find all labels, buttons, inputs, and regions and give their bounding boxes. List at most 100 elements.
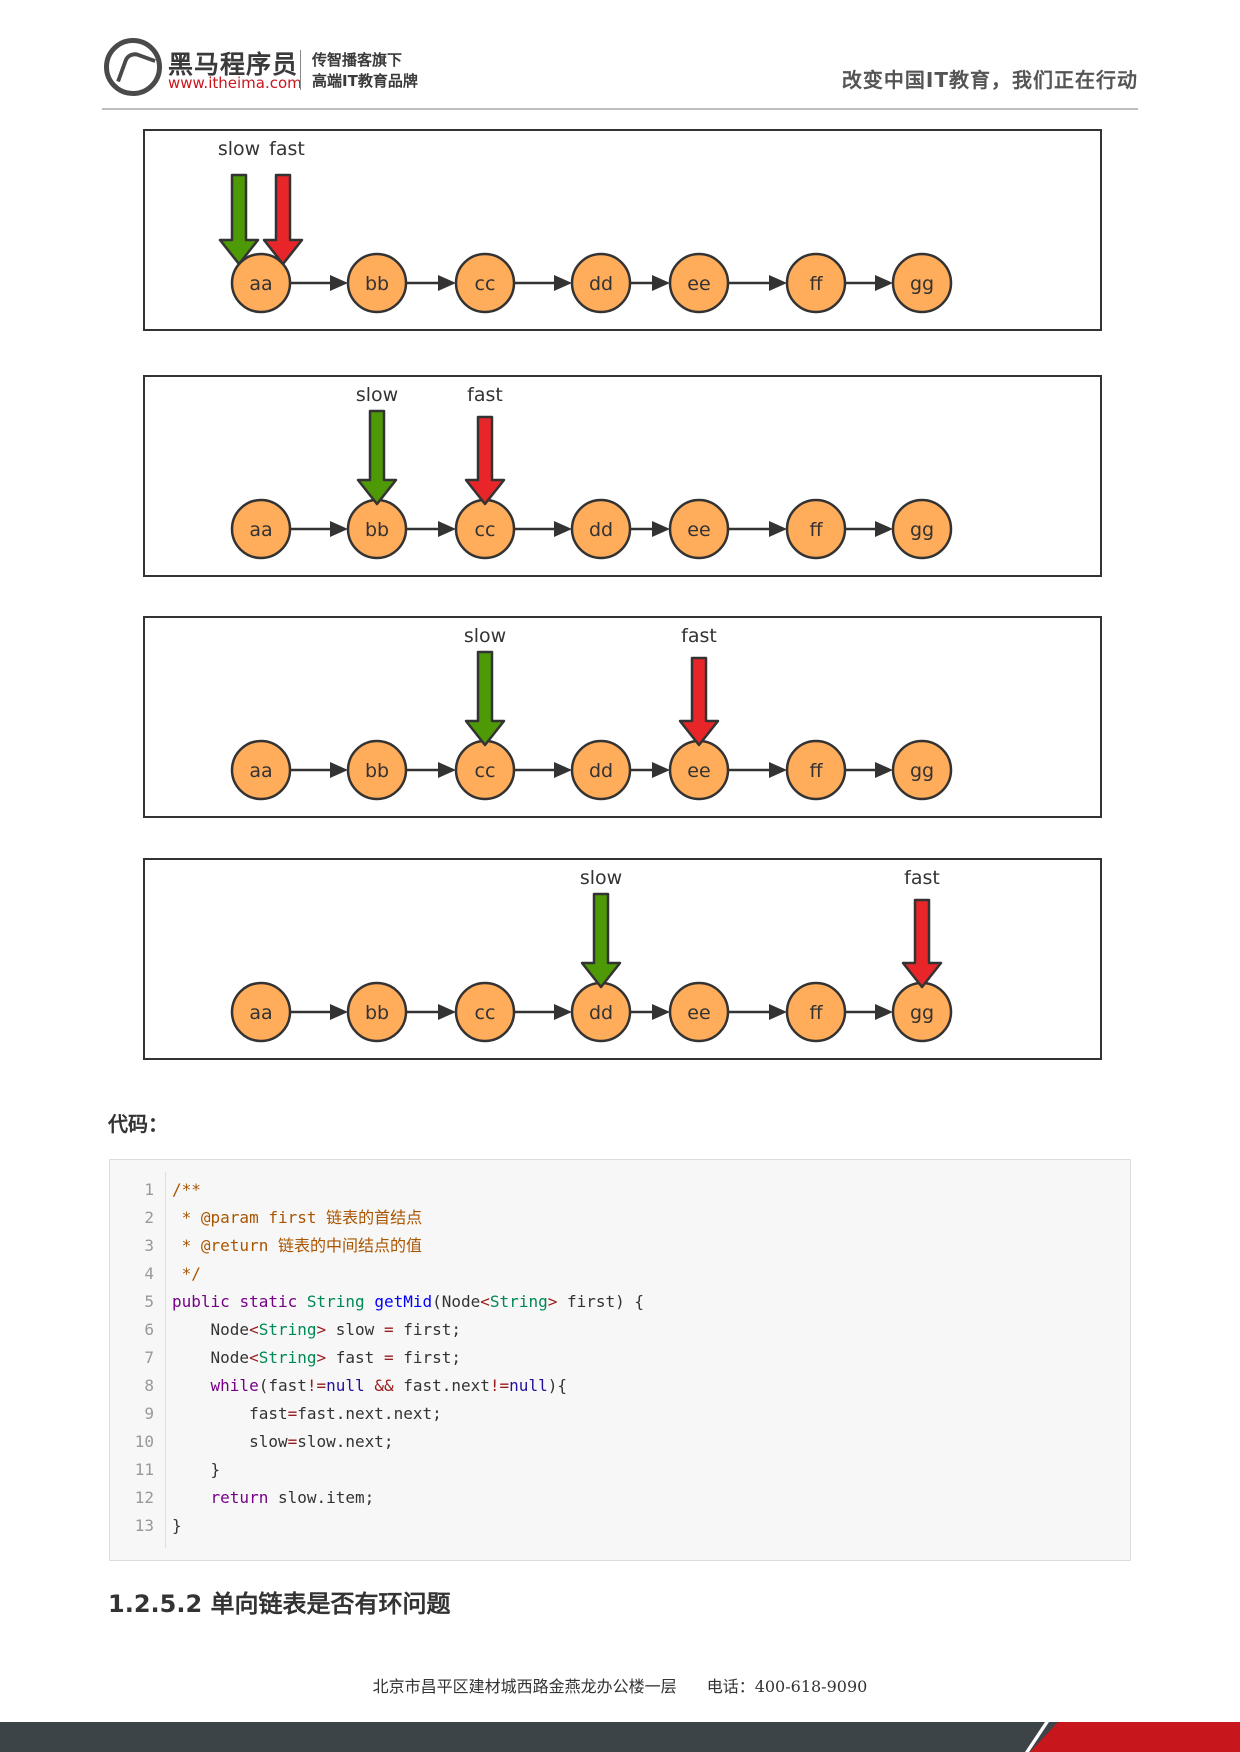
code-text: fast=fast.next.next; [172, 1404, 442, 1423]
link-arrow [630, 1004, 670, 1020]
line-number: 12 [134, 1488, 154, 1507]
list-node: cc [454, 981, 516, 1043]
node-label: ff [809, 760, 823, 782]
line-number: 4 [144, 1264, 154, 1283]
header-divider [102, 108, 1138, 110]
node-label: bb [365, 273, 389, 295]
link-arrow [406, 521, 456, 537]
link-arrow [728, 275, 787, 291]
slow-pointer-arrow [218, 173, 260, 266]
brand-divider [300, 50, 301, 90]
footer-phone: 电话：400-618-9090 [706, 1677, 868, 1696]
node-label: ee [687, 273, 710, 295]
node-label: ff [809, 273, 823, 295]
code-text: * @return 链表的中间结点的值 [172, 1236, 422, 1255]
slow-label: slow [218, 138, 260, 160]
list-node: aa [230, 498, 292, 560]
node-label: gg [910, 760, 934, 782]
code-text: */ [172, 1264, 201, 1283]
list-node: ff [785, 981, 847, 1043]
list-node: bb [346, 739, 408, 801]
line-number: 7 [144, 1348, 154, 1367]
brand-url: www.itheima.com [168, 74, 302, 92]
list-node: ee [668, 498, 730, 560]
code-text: } [172, 1516, 182, 1535]
list-node: dd [570, 981, 632, 1043]
slow-label: slow [580, 867, 622, 889]
list-node: cc [454, 252, 516, 314]
node-label: cc [475, 760, 496, 782]
line-number: 13 [134, 1516, 154, 1535]
line-number: 3 [144, 1236, 154, 1255]
link-arrow [728, 762, 787, 778]
list-node: bb [346, 981, 408, 1043]
section-heading: 1.2.5.2 单向链表是否有环问题 [108, 1590, 451, 1618]
node-label: bb [365, 1002, 389, 1024]
line-number-gutter [165, 1172, 166, 1548]
fast-label: fast [904, 867, 940, 889]
link-arrow [290, 521, 348, 537]
link-arrow [630, 275, 670, 291]
link-arrow [406, 1004, 456, 1020]
node-label: gg [910, 1002, 934, 1024]
slow-pointer-arrow [464, 650, 506, 747]
brand-name: 黑马程序员 [168, 50, 299, 79]
link-arrow [845, 1004, 893, 1020]
link-arrow [845, 275, 893, 291]
list-node: ff [785, 498, 847, 560]
link-arrow [630, 762, 670, 778]
slow-label: slow [464, 625, 506, 647]
fast-pointer-arrow [901, 898, 943, 989]
node-label: dd [589, 760, 613, 782]
line-number: 2 [144, 1208, 154, 1227]
link-arrow [728, 1004, 787, 1020]
list-node: cc [454, 739, 516, 801]
node-label: aa [249, 1002, 272, 1024]
footer-contact: 北京市昌平区建材城西路金燕龙办公楼一层 电话：400-618-9090 [0, 1673, 1240, 1697]
list-node: cc [454, 498, 516, 560]
list-node: bb [346, 498, 408, 560]
list-node: ee [668, 739, 730, 801]
list-node: ee [668, 981, 730, 1043]
list-node: gg [891, 981, 953, 1043]
code-text: while(fast!=null && fast.next!=null){ [210, 1376, 567, 1395]
code-label: 代码： [108, 1112, 168, 1136]
link-arrow [514, 1004, 572, 1020]
code-text: * @param first 链表的首结点 [172, 1208, 423, 1227]
brand-subtitle-2: 高端IT教育品牌 [312, 72, 418, 90]
code-text: return slow.item; [210, 1488, 375, 1507]
slow-label: slow [356, 384, 398, 406]
line-number: 1 [144, 1180, 154, 1199]
code-text: Node<String> fast = first; [172, 1348, 462, 1367]
list-node: ee [668, 252, 730, 314]
link-arrow [406, 275, 456, 291]
list-node: aa [230, 739, 292, 801]
line-number: 10 [134, 1432, 154, 1451]
fast-pointer-arrow [678, 656, 720, 747]
node-label: dd [589, 273, 613, 295]
link-arrow [845, 762, 893, 778]
link-arrow [728, 521, 787, 537]
list-node: ff [785, 252, 847, 314]
line-number: 5 [144, 1292, 154, 1311]
list-node: dd [570, 252, 632, 314]
node-label: dd [589, 519, 613, 541]
footer-address: 北京市昌平区建材城西路金燕龙办公楼一层 [372, 1677, 677, 1696]
fast-label: fast [681, 625, 717, 647]
list-node: gg [891, 739, 953, 801]
link-arrow [845, 521, 893, 537]
line-number: 11 [134, 1460, 154, 1479]
code-text: Node<String> slow = first; [172, 1320, 462, 1339]
list-node: aa [230, 252, 292, 314]
footer-bar-accent [1030, 1722, 1240, 1752]
node-label: gg [910, 519, 934, 541]
fast-pointer-arrow [464, 415, 506, 506]
link-arrow [514, 521, 572, 537]
link-arrow [290, 275, 348, 291]
link-arrow [514, 275, 572, 291]
node-label: cc [475, 519, 496, 541]
